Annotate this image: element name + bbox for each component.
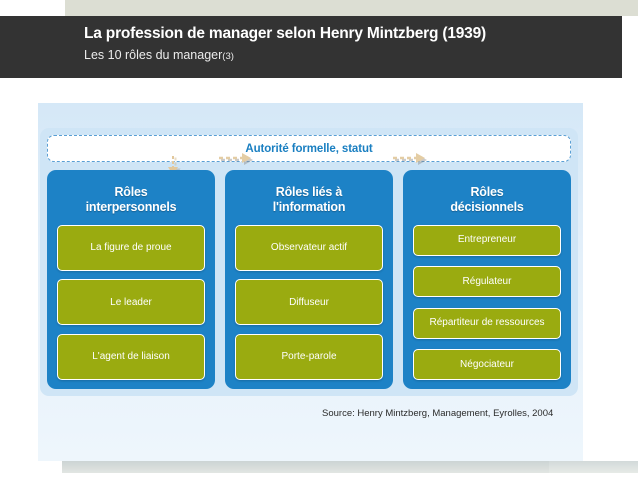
role-box[interactable]: Observateur actif [235,224,383,271]
role-box[interactable]: Négociateur [413,349,561,380]
role-box[interactable]: Entrepreneur [413,224,561,256]
role-columns: Rôles interpersonnels La figure de proue… [47,170,571,389]
page-subtitle-suffix: (3) [222,51,234,62]
column-title-information: Rôles liés à l'information [235,185,383,215]
column-title-decisional: Rôles décisionnels [413,185,561,215]
column-items-decisional: Entrepreneur Régulateur Répartiteur de r… [413,224,561,380]
column-items-interpersonal: La figure de proue Le leader L'agent de … [57,224,205,380]
role-box[interactable]: Répartiteur de ressources [413,307,561,339]
column-title-line2: décisionnels [450,199,524,214]
flow-arrow-1-icon [219,153,253,165]
role-box[interactable]: La figure de proue [57,224,205,271]
column-title-line2: l'information [272,199,346,214]
slide-header-band: La profession de manager selon Henry Min… [0,16,622,78]
footer-decorative-strip-inner [62,461,549,473]
mintzberg-roles-diagram: Autorité formelle, statut Rôles interper… [40,128,578,396]
role-box[interactable]: Régulateur [413,266,561,297]
page-subtitle: Les 10 rôles du manager(3) [84,48,234,62]
role-box[interactable]: Diffuseur [235,279,383,326]
column-title-interpersonal: Rôles interpersonnels [57,185,205,215]
authority-label: Autorité formelle, statut [245,142,373,155]
flow-arrow-2-icon [393,153,427,165]
column-decisional-roles[interactable]: Rôles décisionnels Entrepreneur Régulate… [403,170,571,389]
top-decorative-strip [65,0,638,16]
authority-box: Autorité formelle, statut [47,135,571,162]
column-title-line1: Rôles [470,185,504,199]
page-subtitle-text: Les 10 rôles du manager [84,48,223,62]
column-title-line1: Rôles liés à [275,185,343,199]
column-title-line2: interpersonnels [85,199,177,214]
role-box[interactable]: L'agent de liaison [57,334,205,380]
column-items-information: Observateur actif Diffuseur Porte-parole [235,224,383,380]
role-box[interactable]: Le leader [57,279,205,326]
column-information-roles[interactable]: Rôles liés à l'information Observateur a… [225,170,393,389]
column-title-line1: Rôles [114,185,148,199]
column-interpersonal-roles[interactable]: Rôles interpersonnels La figure de proue… [47,170,215,389]
role-box[interactable]: Porte-parole [235,334,383,380]
page-title: La profession de manager selon Henry Min… [84,25,486,42]
source-caption: Source: Henry Mintzberg, Management, Eyr… [322,408,554,419]
